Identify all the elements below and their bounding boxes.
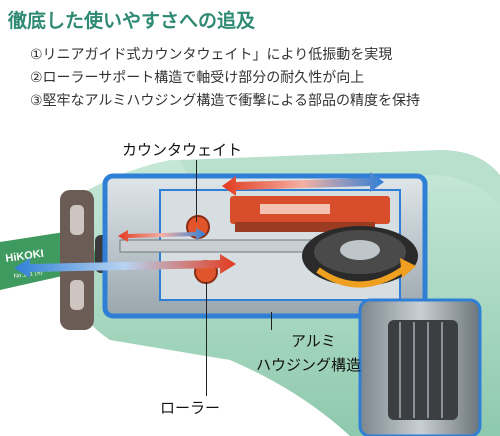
- upper-motion-arrow: [222, 172, 384, 196]
- feature-item-2: ②ローラーサポート構造で軸受け部分の耐久性が向上: [30, 70, 365, 86]
- shoe-slot-top: [70, 205, 84, 235]
- tool-body-top: [180, 150, 500, 205]
- motor-armature: [388, 320, 458, 420]
- feature-item-1: ①リニアガイド式カウンタウェイト」により低振動を実現: [30, 47, 393, 63]
- blade-brand: HiKOKI: [5, 248, 45, 265]
- label-aluminum-line1: アルミ: [291, 332, 336, 350]
- gear-hub: [340, 240, 380, 260]
- lower-motion-arrow: [14, 254, 236, 278]
- counterweight-slot: [260, 204, 330, 214]
- label-aluminum-line2: ハウジング構造: [256, 356, 362, 374]
- callout-line-aluminum: [271, 312, 272, 330]
- page-title: 徹底した使いやすさへの追及: [8, 10, 256, 32]
- mid-motion-arrow: [118, 228, 206, 242]
- rotation-arrow: [316, 265, 407, 288]
- feature-list: ①リニアガイド式カウンタウェイト」により低振動を実現 ②ローラーサポート構造で軸…: [30, 44, 420, 113]
- callout-line-roller: [206, 282, 207, 396]
- shoe-slot-bottom: [70, 280, 84, 310]
- saw-cutaway-illustration: HiKOKI No.141 (S) For MET: [0, 150, 500, 436]
- feature-item-3: ③堅牢なアルミハウジング構造で衝撃による部品の精度を保持: [30, 93, 420, 109]
- label-counterweight: カウンタウェイト: [122, 141, 243, 159]
- label-roller: ローラー: [160, 399, 221, 417]
- rotation-arrowhead: [400, 258, 416, 278]
- shoe-bracket: [60, 190, 94, 330]
- callout-line-counterweight: [196, 160, 197, 222]
- counterweight-lower: [235, 222, 375, 232]
